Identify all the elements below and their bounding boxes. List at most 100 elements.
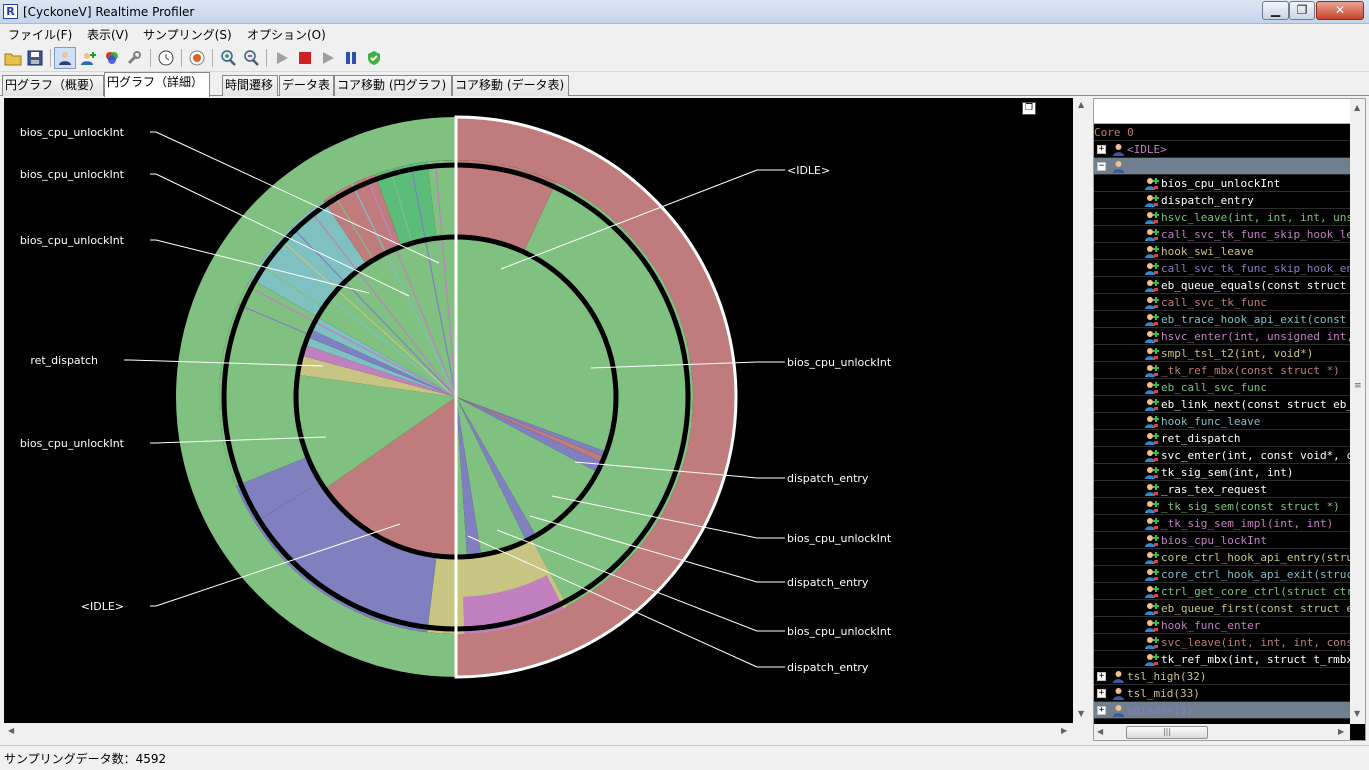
person-view-icon[interactable] bbox=[54, 47, 76, 69]
tree-filter-input[interactable] bbox=[1094, 99, 1350, 124]
tab-pie-detail[interactable]: 円グラフ（詳細） bbox=[104, 72, 210, 97]
expand-icon[interactable]: + bbox=[1097, 705, 1106, 715]
chart-horizontal-scrollbar[interactable]: ◀ ▶ bbox=[4, 723, 1073, 740]
expand-icon[interactable]: + bbox=[1097, 688, 1106, 698]
pie-inner-slice[interactable] bbox=[456, 397, 468, 557]
zoom-out-icon[interactable] bbox=[240, 47, 262, 69]
tree-function-row[interactable]: eb_call_svc_func bbox=[1094, 379, 1350, 396]
expand-icon[interactable]: + bbox=[1097, 144, 1106, 154]
tab-core-move-pie[interactable]: コア移動 (円グラフ) bbox=[334, 75, 452, 96]
save-icon[interactable] bbox=[24, 47, 46, 69]
pie-inner-slice[interactable] bbox=[456, 397, 603, 473]
tree-function-row[interactable]: smpl_tsl_t2(int, void*) bbox=[1094, 345, 1350, 362]
tree-function-row[interactable]: eb_queue_first(const struct eb_ bbox=[1094, 600, 1350, 617]
tree-function-row[interactable]: svc_enter(int, const void*, con bbox=[1094, 447, 1350, 464]
zoom-in-icon[interactable] bbox=[217, 47, 239, 69]
tab-core-move-table[interactable]: コア移動 (データ表) bbox=[452, 75, 569, 96]
add-user-icon[interactable] bbox=[78, 47, 100, 69]
open-folder-icon[interactable] bbox=[2, 47, 24, 69]
tree-function-row[interactable]: _ras_tex_request bbox=[1094, 481, 1350, 498]
pie-inner-slice[interactable] bbox=[310, 317, 456, 397]
tree-function-row[interactable]: _tk_sig_sem_impl(int, int) bbox=[1094, 515, 1350, 532]
pie-middle-slice[interactable] bbox=[427, 160, 456, 239]
chart-vertical-scrollbar[interactable]: ▲ ▼ bbox=[1073, 98, 1090, 723]
pie-middle-slice[interactable] bbox=[427, 555, 456, 634]
tree-function-row[interactable]: call_svc_tk_func_skip_hook_ente bbox=[1094, 260, 1350, 277]
tree-function-row[interactable]: hook_swi_leave bbox=[1094, 243, 1350, 260]
pie-middle-slice[interactable] bbox=[236, 456, 321, 523]
clock-icon[interactable] bbox=[155, 47, 177, 69]
color-palette-icon[interactable] bbox=[101, 47, 123, 69]
tree-function-row[interactable]: call_svc_tk_func_skip_hook_leav bbox=[1094, 226, 1350, 243]
wrench-icon[interactable] bbox=[123, 47, 145, 69]
tree-function-row[interactable]: call_svc_tk_func bbox=[1094, 294, 1350, 311]
tree-function-row[interactable]: ret_dispatch bbox=[1094, 430, 1350, 447]
stop-icon[interactable] bbox=[294, 47, 316, 69]
tree-task-row[interactable]: − bbox=[1094, 158, 1350, 175]
tree-function-row[interactable]: ctrl_get_core_ctrl(struct ctrl* bbox=[1094, 583, 1350, 600]
play-icon[interactable] bbox=[271, 47, 293, 69]
tree-function-row[interactable]: core_ctrl_hook_api_exit(struct bbox=[1094, 566, 1350, 583]
tree-function-row[interactable]: hsvc_leave(int, int, int, unsign bbox=[1094, 209, 1350, 226]
pie-inner-slice[interactable] bbox=[456, 397, 536, 541]
pie-inner-slice[interactable] bbox=[456, 237, 616, 452]
tree-function-row[interactable]: core_ctrl_hook_api_entry(struct bbox=[1094, 549, 1350, 566]
tree-scroll-thumb[interactable]: ||| bbox=[1126, 726, 1208, 739]
menu-file[interactable]: ファイル(F) bbox=[8, 28, 73, 42]
pie-middle-slice[interactable] bbox=[523, 182, 693, 607]
pie-inner-slice[interactable] bbox=[324, 397, 456, 557]
pie-middle-slice[interactable] bbox=[255, 481, 437, 633]
pie-inner-slice[interactable] bbox=[456, 397, 482, 557]
tree-function-row[interactable]: hook_func_enter bbox=[1094, 617, 1350, 634]
maximize-button[interactable]: ❐ bbox=[1289, 1, 1315, 20]
tab-data-table[interactable]: データ表 bbox=[279, 75, 334, 96]
tree-task-row[interactable]: +tsl_mid(33) bbox=[1094, 685, 1350, 702]
shield-check-icon[interactable] bbox=[363, 47, 385, 69]
pie-middle-slice[interactable] bbox=[462, 575, 564, 634]
pie-outer-slice[interactable] bbox=[456, 117, 736, 677]
tree-function-row[interactable]: eb_queue_equals(const struct eb bbox=[1094, 277, 1350, 294]
tree-function-row[interactable]: svc_leave(int, int, int, const bbox=[1094, 634, 1350, 651]
collapse-icon[interactable]: − bbox=[1097, 161, 1106, 171]
tree-vertical-scrollbar[interactable]: ▲ ≡ ▼ bbox=[1350, 99, 1365, 724]
pie-outer-slice[interactable] bbox=[176, 117, 456, 677]
pie-inner-slice[interactable] bbox=[296, 374, 456, 489]
menu-sampling[interactable]: サンプリング(S) bbox=[143, 28, 232, 42]
step-icon[interactable] bbox=[317, 47, 339, 69]
tree-function-row[interactable]: hook_func_leave bbox=[1094, 413, 1350, 430]
close-button[interactable]: ✕ bbox=[1316, 1, 1364, 20]
minimize-button[interactable]: ▁ bbox=[1262, 1, 1289, 20]
tree-task-row[interactable]: +<IDLE> bbox=[1094, 141, 1350, 158]
menu-view[interactable]: 表示(V) bbox=[87, 28, 129, 42]
pie-inner-slice[interactable] bbox=[304, 337, 456, 397]
tree-task-row[interactable]: +eBinder(3) bbox=[1094, 702, 1350, 719]
pie-middle-slice[interactable] bbox=[219, 278, 318, 486]
tree-function-row[interactable]: _tk_sig_sem(const struct *) bbox=[1094, 498, 1350, 515]
tree-function-row[interactable]: tk_ref_mbx(int, struct t_rmbx*) bbox=[1094, 651, 1350, 668]
tree-function-row[interactable]: bios_cpu_lockInt bbox=[1094, 532, 1350, 549]
pause-icon[interactable] bbox=[340, 47, 362, 69]
pie-inner-slice[interactable] bbox=[456, 397, 527, 556]
tree-function-row[interactable]: _tk_ref_mbx(const struct *) bbox=[1094, 362, 1350, 379]
restore-view-icon[interactable]: ❐ bbox=[1022, 102, 1036, 115]
pie-inner-slice[interactable] bbox=[307, 329, 456, 397]
pie-inner-slice[interactable] bbox=[456, 397, 605, 463]
pie-middle-slice[interactable] bbox=[374, 161, 437, 247]
pie-middle-slice[interactable] bbox=[456, 160, 557, 252]
record-icon[interactable] bbox=[186, 47, 208, 69]
tab-time-transition[interactable]: 時間遷移 bbox=[222, 75, 278, 96]
tree-horizontal-scrollbar[interactable]: ◀ ||| ▶ bbox=[1094, 724, 1350, 740]
tree-function-row[interactable]: eb_trace_hook_api_exit(const st bbox=[1094, 311, 1350, 328]
tree-function-row[interactable]: bios_cpu_unlockInt bbox=[1094, 175, 1350, 192]
tree-function-row[interactable]: dispatch_entry bbox=[1094, 192, 1350, 209]
tree-task-row[interactable]: +tsl_high(32) bbox=[1094, 668, 1350, 685]
tab-pie-summary[interactable]: 円グラフ（概要） bbox=[2, 75, 104, 96]
pie-inner-slice[interactable] bbox=[456, 397, 607, 457]
tree-function-row[interactable]: tk_sig_sem(int, int) bbox=[1094, 464, 1350, 481]
expand-icon[interactable]: + bbox=[1097, 671, 1106, 681]
tree-function-row[interactable]: eb_link_next(const struct eb_li bbox=[1094, 396, 1350, 413]
tree-function-row[interactable]: hsvc_enter(int, unsigned int, v bbox=[1094, 328, 1350, 345]
pie-inner-slice[interactable] bbox=[297, 355, 456, 397]
pie-inner-slice[interactable] bbox=[301, 344, 456, 397]
pie-inner-slice[interactable] bbox=[456, 397, 598, 536]
